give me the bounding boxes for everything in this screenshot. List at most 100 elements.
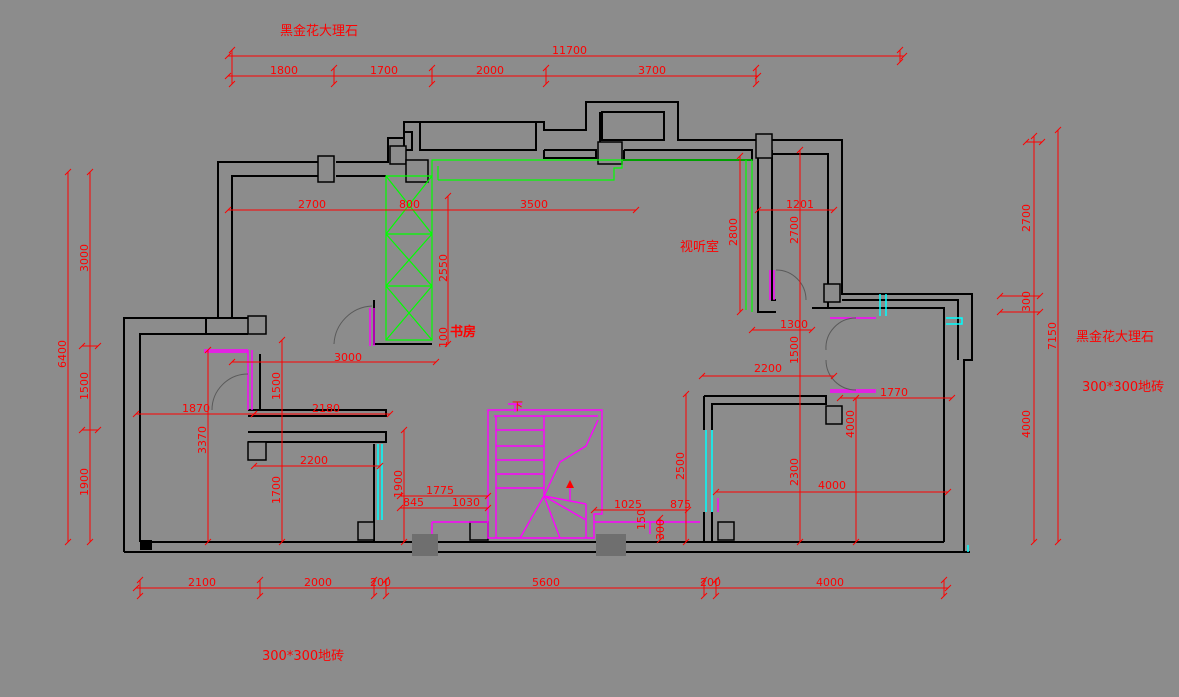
dim-bot-2100: 2100 [188, 576, 216, 589]
dim-v-2550: 2550 [437, 254, 450, 282]
dimension-tick [796, 146, 804, 154]
dimension-tick [748, 326, 756, 334]
dim-h-1775: 1775 [426, 484, 454, 497]
dimension-tick [396, 504, 404, 512]
dim-bot-2000: 2000 [304, 576, 332, 589]
dim-top-1: 1800 [270, 64, 298, 77]
dim-h-845: 845 [403, 496, 424, 509]
dimension-tick [224, 72, 232, 80]
dimension-tick [542, 64, 550, 72]
dimension-tick [370, 576, 378, 584]
dimension-tick [386, 410, 394, 418]
dimension-tick [132, 410, 140, 418]
dimension-tick [682, 390, 690, 398]
dimension-tick [94, 342, 102, 350]
dimension-tick [228, 358, 236, 366]
dim-h-2200b: 2200 [300, 454, 328, 467]
dimension-tick [590, 506, 598, 514]
dim-left-1500: 1500 [78, 372, 91, 400]
dim-inner-3: 3500 [520, 198, 548, 211]
dimension-tick [428, 64, 436, 72]
dimension-tick [86, 538, 94, 546]
dim-top-2: 1700 [370, 64, 398, 77]
dimension-tick [896, 58, 904, 66]
dimension-tick [1038, 138, 1046, 146]
dim-inner-4: 1201 [786, 198, 814, 211]
dimension-tick [700, 576, 708, 584]
dim-bot-4000: 4000 [816, 576, 844, 589]
dim-inner-2: 800 [399, 198, 420, 211]
dimension-values: 11700 1800 1700 2000 3700 2700 800 3500 … [56, 44, 1059, 589]
dim-h-1770: 1770 [880, 386, 908, 399]
dimension-tick [754, 72, 762, 80]
dimension-tick [204, 538, 212, 546]
dimension-tick [852, 394, 860, 402]
dimension-tick [836, 394, 844, 402]
dimension-tick [224, 206, 232, 214]
dim-h-2180: 2180 [312, 402, 340, 415]
dim-h-1300: 1300 [780, 318, 808, 331]
structural-columns [140, 133, 843, 556]
dimension-tick [330, 80, 338, 88]
dimension-tick [542, 80, 550, 88]
dimension-tick [400, 538, 408, 546]
dim-v-3370: 3370 [196, 426, 209, 454]
dimension-tick [900, 52, 908, 60]
dim-h-1030: 1030 [452, 496, 480, 509]
dim-left-3000: 3000 [78, 244, 91, 272]
dimension-tick [656, 514, 664, 522]
dimension-tick [278, 538, 286, 546]
dimension-tick [256, 576, 264, 584]
dimension-tick [996, 292, 1004, 300]
dim-right-300: 300 [1020, 291, 1033, 312]
dim-top-3: 2000 [476, 64, 504, 77]
dimension-tick [428, 80, 436, 88]
dim-right-7150: 7150 [1046, 322, 1059, 350]
dimension-tick [278, 336, 286, 344]
dimension-tick [944, 584, 952, 592]
dimension-tick [400, 426, 408, 434]
dimension-tick [698, 372, 706, 380]
dimension-tick [896, 46, 904, 54]
dim-right-2700: 2700 [1020, 204, 1033, 232]
dim-top-4: 3700 [638, 64, 666, 77]
dimension-tick [1022, 138, 1030, 146]
dimension-tick [224, 52, 232, 60]
dimension-tick [940, 592, 948, 600]
dimension-tick [94, 426, 102, 434]
dimension-tick [78, 342, 86, 350]
dimension-tick [632, 206, 640, 214]
dim-v-1500b: 1500 [270, 372, 283, 400]
dimension-tick [228, 80, 236, 88]
dim-v-2700a: 2700 [788, 216, 801, 244]
dim-v-1700: 1700 [270, 476, 283, 504]
dim-v-2500: 2500 [674, 452, 687, 480]
dimension-lines [67, 50, 1059, 596]
dimension-tick [250, 462, 258, 470]
door-swings [211, 269, 857, 411]
dim-right-4000: 4000 [1020, 410, 1033, 438]
dimension-tick [444, 340, 452, 348]
room-label-study: 书房 [450, 324, 476, 340]
dimension-tick [1030, 132, 1038, 140]
dimension-tick [712, 576, 720, 584]
dim-left-1900: 1900 [78, 468, 91, 496]
dimension-tick [382, 576, 390, 584]
dimension-tick [712, 488, 720, 496]
dim-v-2300: 2300 [788, 458, 801, 486]
window-glazing [377, 294, 969, 552]
dimension-tick [752, 64, 760, 72]
dimension-tick [1030, 538, 1038, 546]
dimension-tick [1054, 538, 1062, 546]
dimension-tick [940, 576, 948, 584]
dimension-tick [204, 346, 212, 354]
label-marble-right: 黑金花大理石 [1076, 329, 1154, 345]
dimension-tick [376, 462, 384, 470]
dim-h-1870: 1870 [182, 402, 210, 415]
dimension-tick [382, 592, 390, 600]
dimension-tick [684, 506, 692, 514]
dimension-tick [700, 592, 708, 600]
dimension-tick [1036, 308, 1044, 316]
dimension-tick [1054, 126, 1062, 134]
